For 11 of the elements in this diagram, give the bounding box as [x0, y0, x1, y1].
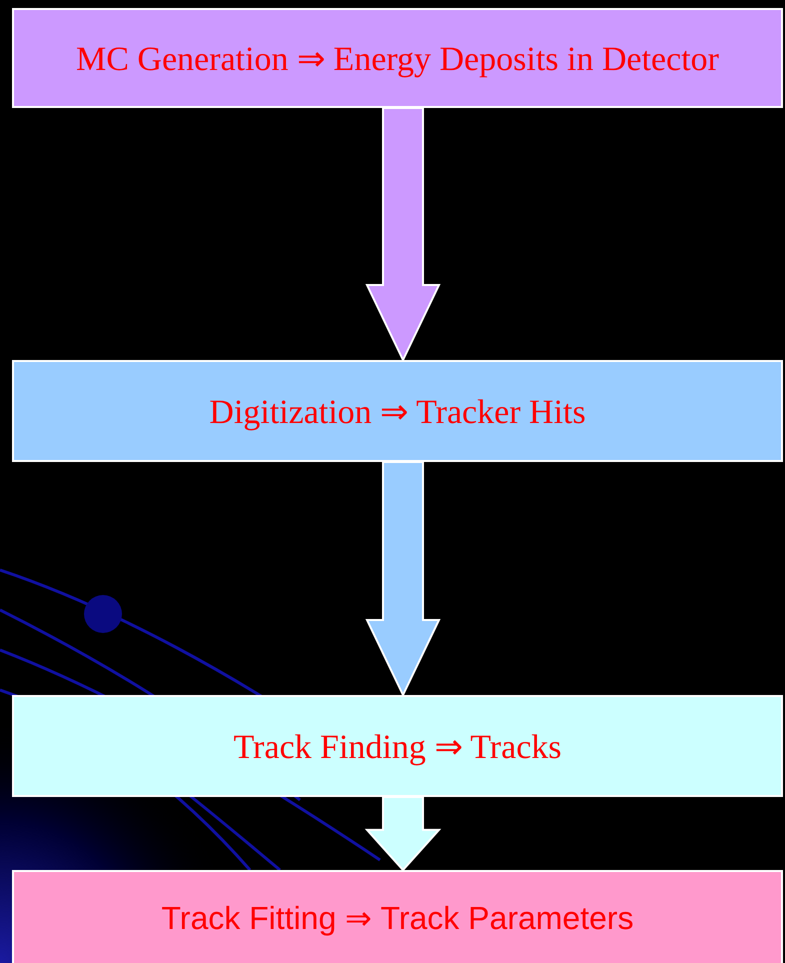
block-arrow: [365, 461, 441, 698]
step-label: Track Finding ⇒ Tracks: [233, 728, 562, 766]
process-box: [12, 8, 783, 108]
step-label: Digitization ⇒ Tracker Hits: [209, 392, 586, 432]
block-arrow: [364, 796, 442, 872]
process-box: [12, 360, 783, 462]
process-box: [12, 695, 783, 797]
step-label: Track Fitting ⇒ Track Parameters: [161, 898, 634, 936]
block-arrow: [365, 107, 441, 362]
process-box: [12, 870, 783, 963]
step-label: MC Generation ⇒ Energy Deposits in Detector: [76, 40, 719, 78]
